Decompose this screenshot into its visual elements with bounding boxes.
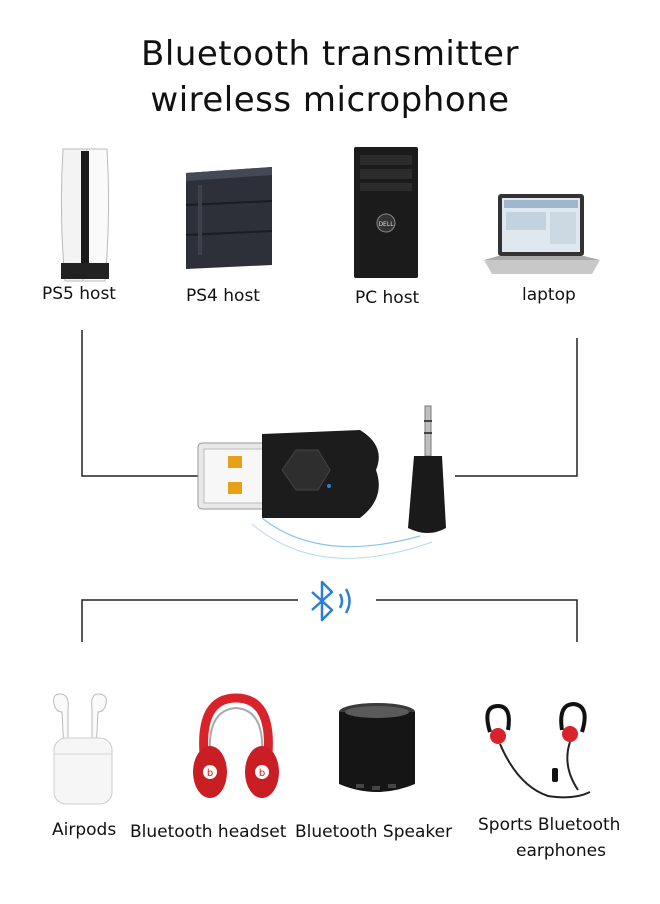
svg-text:b: b bbox=[259, 768, 265, 779]
mini-microphone bbox=[408, 405, 446, 533]
laptop-label: laptop bbox=[522, 285, 576, 305]
connection-diagram bbox=[81, 330, 578, 642]
title-line-1: Bluetooth transmitter bbox=[141, 34, 519, 74]
pc-host-label: PC host bbox=[355, 288, 420, 308]
airpods-label: Airpods bbox=[52, 820, 117, 840]
pc-tower-image: DELL bbox=[352, 145, 420, 280]
ps4-console-image bbox=[180, 165, 280, 275]
ps5-console-image bbox=[55, 145, 115, 285]
title-line-2: wireless microphone bbox=[150, 80, 510, 120]
left-output-connector-line bbox=[81, 599, 298, 642]
usb-dongle bbox=[197, 430, 379, 518]
bluetooth-speaker-image bbox=[334, 700, 420, 800]
left-host-connector-line bbox=[81, 330, 200, 477]
bluetooth-icon bbox=[306, 578, 362, 624]
laptop-image bbox=[480, 190, 605, 280]
airpods-image bbox=[48, 690, 118, 808]
bluetooth-speaker-label: Bluetooth Speaker bbox=[295, 822, 453, 842]
bluetooth-headset-image: b b bbox=[190, 692, 282, 802]
sports-earphones-image bbox=[478, 696, 600, 806]
pc-brand-logo: DELL bbox=[378, 221, 394, 228]
signal-arc-1 bbox=[261, 517, 421, 548]
svg-text:b: b bbox=[207, 768, 213, 779]
right-host-connector-line bbox=[455, 338, 578, 477]
signal-arc-2 bbox=[251, 523, 433, 559]
ps4-host-label: PS4 host bbox=[186, 286, 260, 306]
ps5-host-label: PS5 host bbox=[42, 284, 116, 304]
sports-earphones-label-line-1: Sports Bluetooth bbox=[478, 815, 621, 835]
right-output-connector-line bbox=[376, 599, 578, 642]
bluetooth-headset-label: Bluetooth headset bbox=[130, 822, 287, 842]
sports-earphones-label-line-2: earphones bbox=[516, 841, 606, 861]
